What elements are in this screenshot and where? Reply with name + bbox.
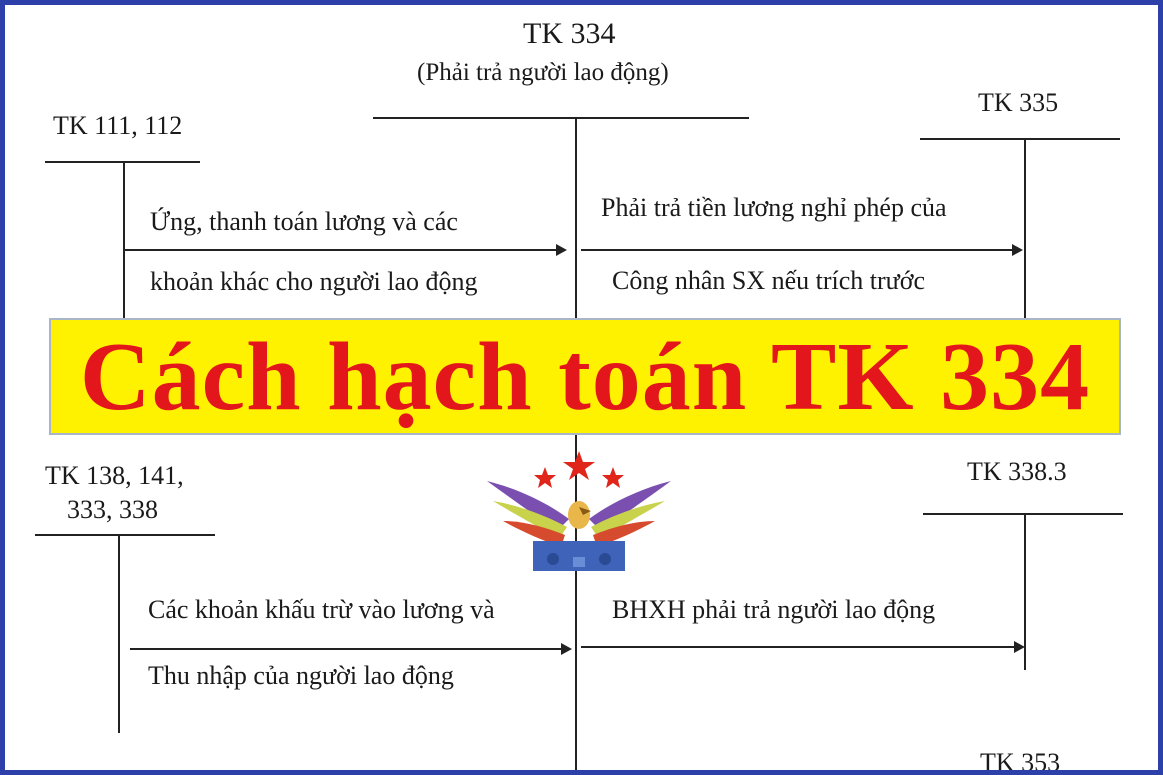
tk335-horizontal-line (920, 138, 1120, 140)
account-tk138-141-line2: 333, 338 (67, 495, 158, 524)
account-tk138-141-line1: TK 138, 141, (45, 461, 184, 490)
arrow-tk334-to-tk335 (581, 244, 1023, 256)
left-wing-icon (487, 481, 569, 547)
account-tk353: TK 353 (980, 748, 1061, 775)
star-center-icon (563, 451, 595, 480)
tk338-vertical-line (1024, 514, 1026, 670)
tk138-horizontal-line (35, 534, 215, 536)
tk338-horizontal-line (923, 513, 1123, 515)
entry-top-right-line2: Công nhân SX nếu trích trước (612, 266, 926, 295)
tk335-vertical-line (1024, 139, 1026, 322)
winged-eagle-logo-icon (487, 451, 671, 571)
entry-top-left-line2: khoản khác cho người lao động (150, 267, 478, 296)
banner-title: Cách hạch toán TK 334 (79, 322, 1091, 431)
account-tk334-subtitle: (Phải trả người lao động) (417, 59, 669, 86)
right-wing-icon (589, 481, 671, 547)
eagle-head-icon (568, 501, 590, 529)
star-left-icon (534, 467, 556, 488)
entry-bottom-left-line1: Các khoản khấu trừ vào lương và (148, 595, 495, 624)
tk111-horizontal-line (45, 161, 200, 163)
entry-bottom-left-line2: Thu nhập của người lao động (148, 661, 454, 690)
account-tk334-title: TK 334 (523, 17, 616, 50)
tk138-vertical-line (118, 535, 120, 733)
arrow-tk334-to-tk338 (581, 641, 1025, 653)
arrow-tk138-to-tk334 (130, 643, 572, 655)
entry-bottom-right-line1: BHXH phải trả người lao động (612, 595, 936, 624)
account-tk338-3: TK 338.3 (967, 457, 1067, 486)
tk111-vertical-line (123, 162, 125, 322)
account-tk335: TK 335 (978, 88, 1059, 117)
entry-top-left-line1: Ứng, thanh toán lương và các (150, 207, 458, 236)
arrow-tk111-to-tk334 (125, 244, 567, 256)
entry-top-right-line1: Phải trả tiền lương nghỉ phép của (601, 193, 947, 222)
account-tk111-112: TK 111, 112 (53, 111, 183, 140)
star-right-icon (602, 467, 624, 488)
tk334-horizontal-line (373, 117, 749, 119)
title-banner: Cách hạch toán TK 334 (49, 318, 1121, 435)
tk334-vertical-line (575, 118, 577, 770)
